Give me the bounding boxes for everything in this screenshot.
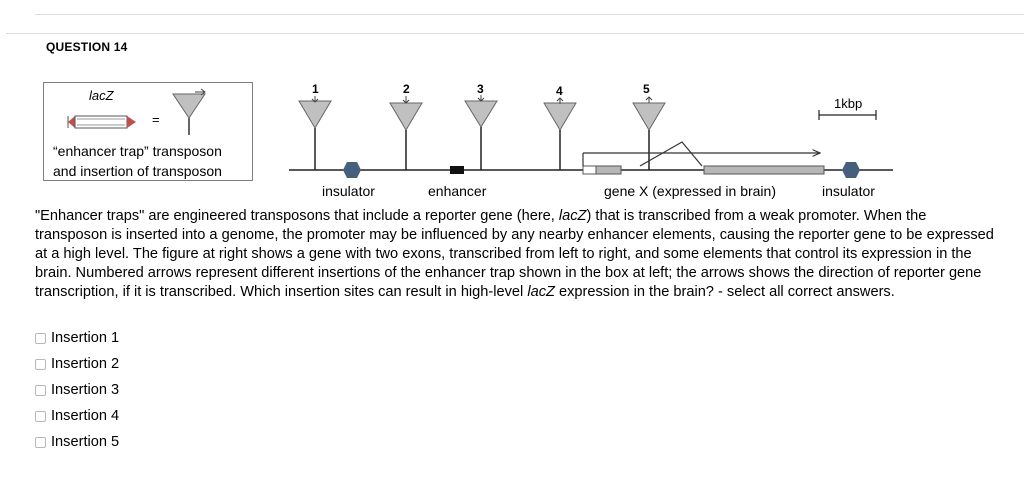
question-title: QUESTION 14 xyxy=(46,40,128,54)
question-text-part1: "Enhancer traps" are engineered transpos… xyxy=(35,208,559,224)
answer-label: Insertion 1 xyxy=(51,330,120,346)
checkbox[interactable] xyxy=(35,332,46,344)
insulator-right-label: insulator xyxy=(822,183,875,199)
checkbox[interactable] xyxy=(35,410,46,422)
insertion-1-marker xyxy=(298,96,332,170)
lacz-label: lacZ xyxy=(89,88,114,103)
insertion-number-2: 2 xyxy=(403,82,410,96)
checkbox[interactable] xyxy=(35,436,46,448)
answer-label: Insertion 3 xyxy=(51,382,120,398)
insertion-number-1: 1 xyxy=(312,82,319,96)
scale-label: 1kbp xyxy=(834,96,863,111)
insertion-4-marker xyxy=(543,97,577,170)
lacz-reporter-icon xyxy=(67,115,136,129)
top-divider xyxy=(35,14,1024,15)
answer-option-4[interactable]: Insertion 4 xyxy=(35,403,119,429)
lacz-term: lacZ xyxy=(558,208,587,224)
enhancer-label: enhancer xyxy=(428,183,487,199)
checkbox[interactable] xyxy=(35,358,46,370)
answer-option-5[interactable]: Insertion 5 xyxy=(35,429,119,455)
answer-list: Insertion 1 Insertion 2 Insertion 3 Inse… xyxy=(35,325,119,455)
insulator-right-icon xyxy=(842,162,860,178)
legend-box xyxy=(43,82,253,181)
gene-x xyxy=(582,141,825,175)
transposon-label-line2: and insertion of transposon xyxy=(53,163,222,179)
answer-label: Insertion 4 xyxy=(51,408,120,424)
question-divider xyxy=(6,33,1024,34)
checkbox[interactable] xyxy=(35,384,46,396)
question-text: "Enhancer traps" are engineered transpos… xyxy=(35,207,995,302)
answer-label: Insertion 5 xyxy=(51,434,120,450)
insertion-5-marker xyxy=(632,96,666,170)
insertion-number-5: 5 xyxy=(643,82,650,96)
question-text-part2: ) that is transcribed from a weak promot… xyxy=(35,208,994,300)
answer-option-1[interactable]: Insertion 1 xyxy=(35,325,119,351)
insulator-left-icon xyxy=(343,162,361,178)
insertion-number-3: 3 xyxy=(477,82,484,96)
transposon-label-line1: “enhancer trap” transposon xyxy=(53,143,222,159)
lacz-term: lacZ xyxy=(527,284,555,300)
answer-option-2[interactable]: Insertion 2 xyxy=(35,351,119,377)
insertion-number-4: 4 xyxy=(556,84,563,98)
insulator-left-label: insulator xyxy=(322,183,375,199)
equals-sign: = xyxy=(152,112,160,127)
insertion-3-marker xyxy=(464,95,498,170)
scale-bar xyxy=(818,110,877,120)
question-text-part3: expression in the brain? - select all co… xyxy=(554,284,895,300)
gene-x-label: gene X (expressed in brain) xyxy=(604,183,776,199)
transposon-label: “enhancer trap” transposon and insertion… xyxy=(53,141,222,181)
legend-transposon-icon xyxy=(172,88,206,135)
enhancer-mark xyxy=(450,166,464,174)
insertion-2-marker xyxy=(389,96,423,170)
answer-label: Insertion 2 xyxy=(51,356,120,372)
answer-option-3[interactable]: Insertion 3 xyxy=(35,377,119,403)
